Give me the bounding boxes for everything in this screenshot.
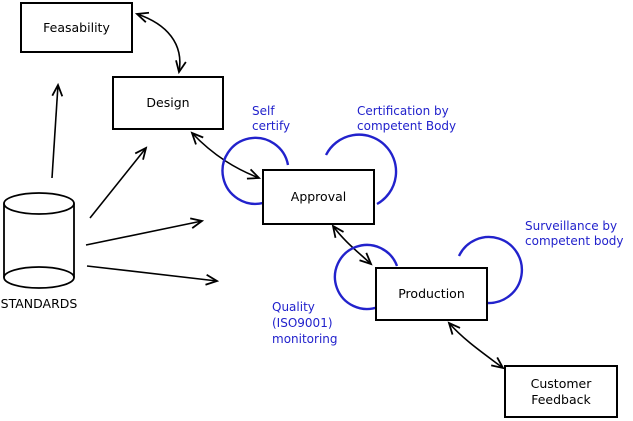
node-design-label: Design bbox=[146, 95, 190, 110]
node-feasability-label: Feasability bbox=[43, 19, 110, 35]
node-production-label: Production bbox=[398, 286, 465, 301]
arrow-production-customer-feedback bbox=[449, 323, 503, 368]
annotation-self-certify-line1: Self bbox=[252, 104, 275, 118]
annotation-surveillance-line2: competent body bbox=[525, 234, 624, 248]
loop-surveillance bbox=[457, 235, 524, 305]
annotation-certification: Certification by competent Body bbox=[357, 104, 456, 134]
arrow-feasability-design bbox=[137, 14, 180, 72]
annotation-surveillance-line1: Surveillance by bbox=[525, 219, 618, 233]
annotation-quality-line2: (ISO9001) bbox=[272, 316, 333, 330]
standards-cylinder[interactable] bbox=[3, 192, 75, 289]
standards-label: STANDARDS bbox=[0, 296, 78, 311]
node-customer-feedback[interactable]: Customer Feedback bbox=[504, 365, 618, 418]
node-customer-feedback-line1: Customer bbox=[530, 375, 592, 391]
annotation-certification-line1: Certification by bbox=[357, 104, 449, 118]
node-design[interactable]: Design bbox=[112, 76, 224, 130]
annotation-certification-line2: competent Body bbox=[357, 119, 457, 133]
arrow-standards-to-design bbox=[89, 148, 146, 219]
node-approval[interactable]: Approval bbox=[262, 169, 375, 225]
arrow-standards-to-approval bbox=[85, 221, 202, 246]
annotation-quality: Quality (ISO9001) monitoring bbox=[272, 299, 338, 347]
arrow-standards-to-feasability bbox=[51, 85, 58, 179]
arrow-approval-production bbox=[333, 226, 371, 264]
node-production[interactable]: Production bbox=[375, 267, 488, 321]
loop-self-certify bbox=[221, 136, 290, 205]
annotation-surveillance: Surveillance by competent body bbox=[525, 219, 624, 249]
node-customer-feedback-line2: Feedback bbox=[531, 391, 591, 407]
annotation-self-certify: Self certify bbox=[252, 104, 290, 134]
arrow-standards-to-production bbox=[86, 265, 217, 281]
annotation-self-certify-line2: certify bbox=[252, 119, 291, 133]
loop-certification bbox=[324, 133, 398, 206]
node-feasability[interactable]: Feasability bbox=[20, 2, 133, 53]
annotation-quality-line1: Quality bbox=[272, 300, 315, 314]
loop-quality-monitoring bbox=[333, 243, 399, 311]
annotation-quality-line3: monitoring bbox=[272, 332, 338, 346]
node-approval-label: Approval bbox=[290, 189, 347, 204]
